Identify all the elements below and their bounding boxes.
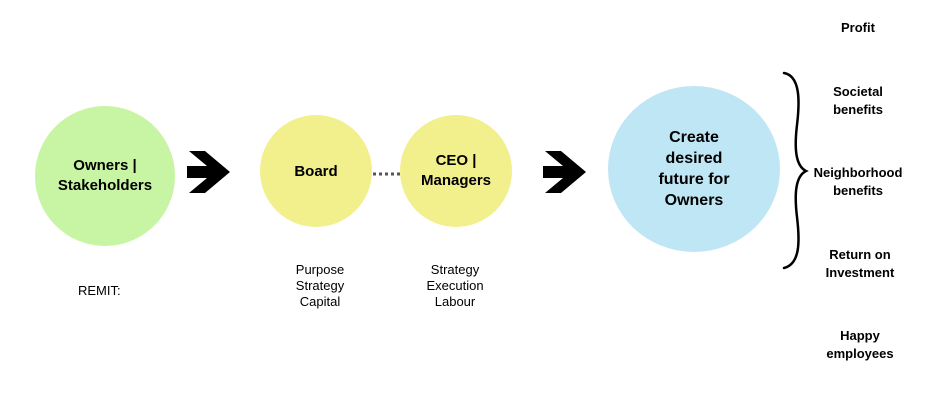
chevron-arrow-icon bbox=[543, 151, 586, 193]
board-label: Board bbox=[294, 162, 338, 180]
remit-label: REMIT: bbox=[78, 283, 121, 298]
curly-brace-icon bbox=[782, 71, 809, 270]
outcome-profit: Profit bbox=[841, 20, 875, 35]
ceo-remit-list: Strategy Execution Labour bbox=[426, 262, 484, 309]
ceo-managers-label: CEO | Managers bbox=[420, 152, 492, 189]
outcome-neighborhood-benefits: Neighborhood benefits bbox=[813, 165, 903, 198]
outcome-happy-employees: Happy employees bbox=[826, 328, 894, 361]
desired-future-node: Create desired future for Owners bbox=[608, 86, 780, 252]
outcome-societal-benefits: Societal benefits bbox=[833, 84, 883, 117]
owners-stakeholders-node: Owners | Stakeholders bbox=[35, 106, 175, 246]
desired-future-label: Create desired future for Owners bbox=[658, 129, 730, 209]
board-remit-list: Purpose Strategy Capital bbox=[295, 262, 345, 309]
ceo-managers-node: CEO | Managers bbox=[400, 115, 512, 227]
owners-stakeholders-label: Owners | Stakeholders bbox=[57, 157, 153, 194]
chevron-arrow-icon bbox=[187, 151, 230, 193]
board-node: Board bbox=[260, 115, 372, 227]
outcome-return-on-investment: Return on Investment bbox=[825, 247, 895, 280]
